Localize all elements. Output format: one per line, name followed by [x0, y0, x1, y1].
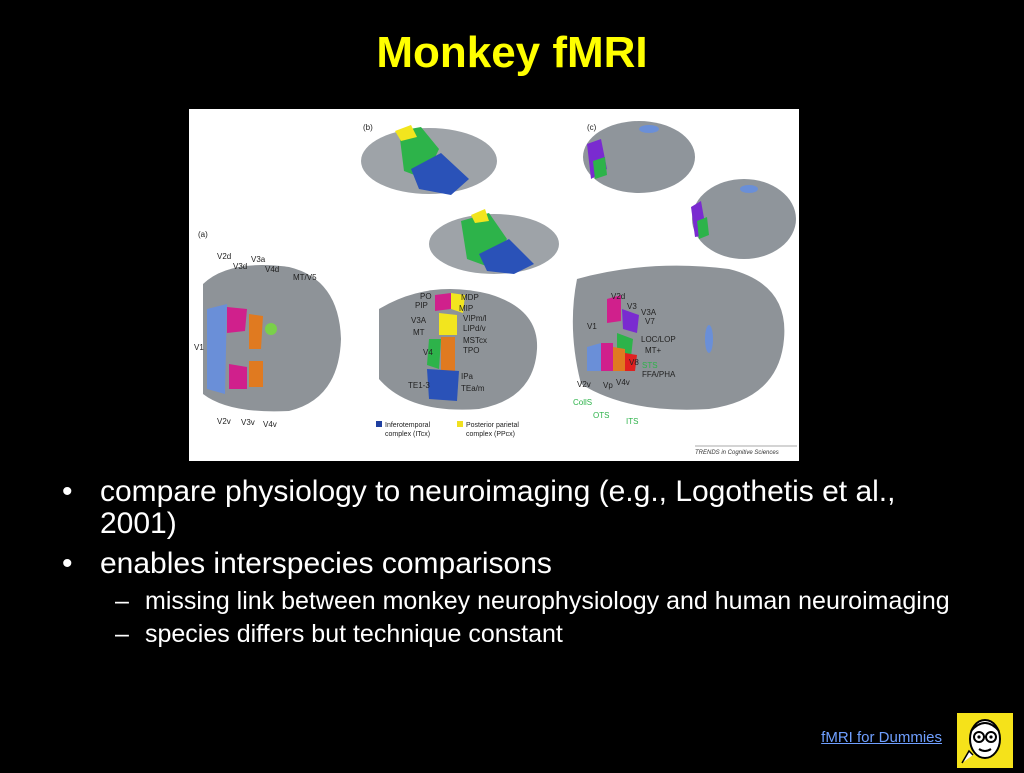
svg-text:V8: V8 [629, 358, 639, 367]
svg-text:V3v: V3v [241, 418, 255, 427]
svg-text:V2d: V2d [217, 252, 231, 261]
flatmap-c [572, 265, 785, 410]
flatmap-b-labels: PO PIP MDP MIP VIPm/l LIPd/v V3A MT MSTc… [408, 292, 487, 393]
svg-text:FFA/PHA: FFA/PHA [642, 370, 676, 379]
svg-text:V4: V4 [423, 348, 433, 357]
brain-figure-svg: (b) (c) (a) V2d V3d V3a [194, 121, 797, 456]
svg-text:Inferotemporal: Inferotemporal [385, 422, 431, 429]
svg-text:VIPm/l: VIPm/l [463, 314, 487, 323]
figure-credit: TRENDS in Cognitive Sciences [695, 450, 779, 456]
svg-text:V2v: V2v [577, 380, 591, 389]
svg-text:V2v: V2v [217, 417, 231, 426]
sub-bullet-text: species differs but technique constant [145, 620, 563, 648]
svg-text:V1: V1 [587, 322, 597, 331]
svg-text:TPO: TPO [463, 346, 479, 355]
svg-text:complex (PPcx): complex (PPcx) [466, 431, 515, 438]
svg-text:V4d: V4d [265, 265, 279, 274]
monkey-brain-lateral [361, 125, 497, 195]
svg-text:V3A: V3A [411, 316, 427, 325]
svg-text:MT/V5: MT/V5 [293, 273, 317, 282]
dummies-logo [957, 713, 1013, 768]
svg-text:V7: V7 [645, 317, 655, 326]
panel-b-label: (b) [363, 123, 373, 132]
dummies-mascot-icon [961, 719, 1001, 764]
human-brain-lateral [583, 121, 695, 193]
sub-bullet-item: – species differs but technique constant [58, 621, 978, 648]
legend-swatch-ppcx [457, 421, 463, 427]
svg-text:LIPd/v: LIPd/v [463, 324, 486, 333]
monkey-brain-medial [429, 209, 559, 274]
sub-bullet-text: missing link between monkey neurophysiol… [145, 587, 950, 615]
svg-text:V3a: V3a [251, 255, 266, 264]
panel-c-label: (c) [587, 123, 597, 132]
svg-text:TE1-3: TE1-3 [408, 381, 430, 390]
svg-text:TEa/m: TEa/m [461, 384, 485, 393]
slide-title: Monkey fMRI [376, 28, 648, 77]
sub-bullet-item: – missing link between monkey neurophysi… [58, 588, 978, 615]
bullet-text: enables interspecies comparisons [100, 547, 552, 580]
flatmap-a-labels: V2d V3d V3a V4d MT/V5 V1 V2v V3v V4v [194, 252, 317, 429]
svg-text:V3A: V3A [641, 308, 657, 317]
svg-text:V4v: V4v [263, 420, 277, 429]
sub-bullet-glyph: – [115, 587, 129, 615]
brain-figure: (b) (c) (a) V2d V3d V3a [189, 109, 799, 461]
svg-text:V3d: V3d [233, 262, 247, 271]
svg-text:LOC/LOP: LOC/LOP [641, 335, 676, 344]
flatmap-b [379, 289, 538, 410]
svg-text:MIP: MIP [459, 304, 473, 313]
svg-text:MT: MT [413, 328, 425, 337]
bullet-glyph: • [62, 547, 73, 580]
svg-text:STS: STS [642, 361, 658, 370]
svg-text:Vp: Vp [603, 381, 613, 390]
svg-text:V2d: V2d [611, 292, 625, 301]
svg-text:Posterior parietal: Posterior parietal [466, 422, 519, 429]
svg-text:CollS: CollS [573, 398, 592, 407]
svg-text:V4v: V4v [616, 378, 630, 387]
svg-text:complex (ITcx): complex (ITcx) [385, 431, 430, 438]
flatmap-c-labels: V2d V3 V3A V7 V1 LOC/LOP MT+ V8 STS FFA/… [573, 292, 676, 426]
fmri-for-dummies-link[interactable]: fMRI for Dummies [821, 729, 942, 746]
bullet-list: • compare physiology to neuroimaging (e.… [58, 476, 978, 654]
svg-text:ITS: ITS [626, 417, 638, 426]
svg-text:PO: PO [420, 292, 432, 301]
svg-text:V1: V1 [194, 343, 204, 352]
svg-text:MDP: MDP [461, 293, 479, 302]
bullet-text: compare physiology to neuroimaging (e.g.… [100, 475, 896, 540]
panel-a-label: (a) [198, 230, 208, 239]
svg-text:MSTcx: MSTcx [463, 336, 487, 345]
figure-legend: Inferotemporal complex (ITcx) Posterior … [376, 421, 519, 438]
human-brain-medial [691, 179, 796, 259]
bullet-glyph: • [62, 475, 73, 508]
flatmap-a [203, 265, 341, 412]
svg-text:V3: V3 [627, 302, 637, 311]
sub-bullet-glyph: – [115, 620, 129, 648]
svg-text:PIP: PIP [415, 301, 428, 310]
bullet-item: • enables interspecies comparisons [58, 548, 978, 580]
bullet-item: • compare physiology to neuroimaging (e.… [58, 476, 978, 540]
svg-text:MT+: MT+ [645, 346, 662, 355]
svg-text:IPa: IPa [461, 372, 474, 381]
legend-swatch-itcx [376, 421, 382, 427]
svg-text:OTS: OTS [593, 411, 609, 420]
